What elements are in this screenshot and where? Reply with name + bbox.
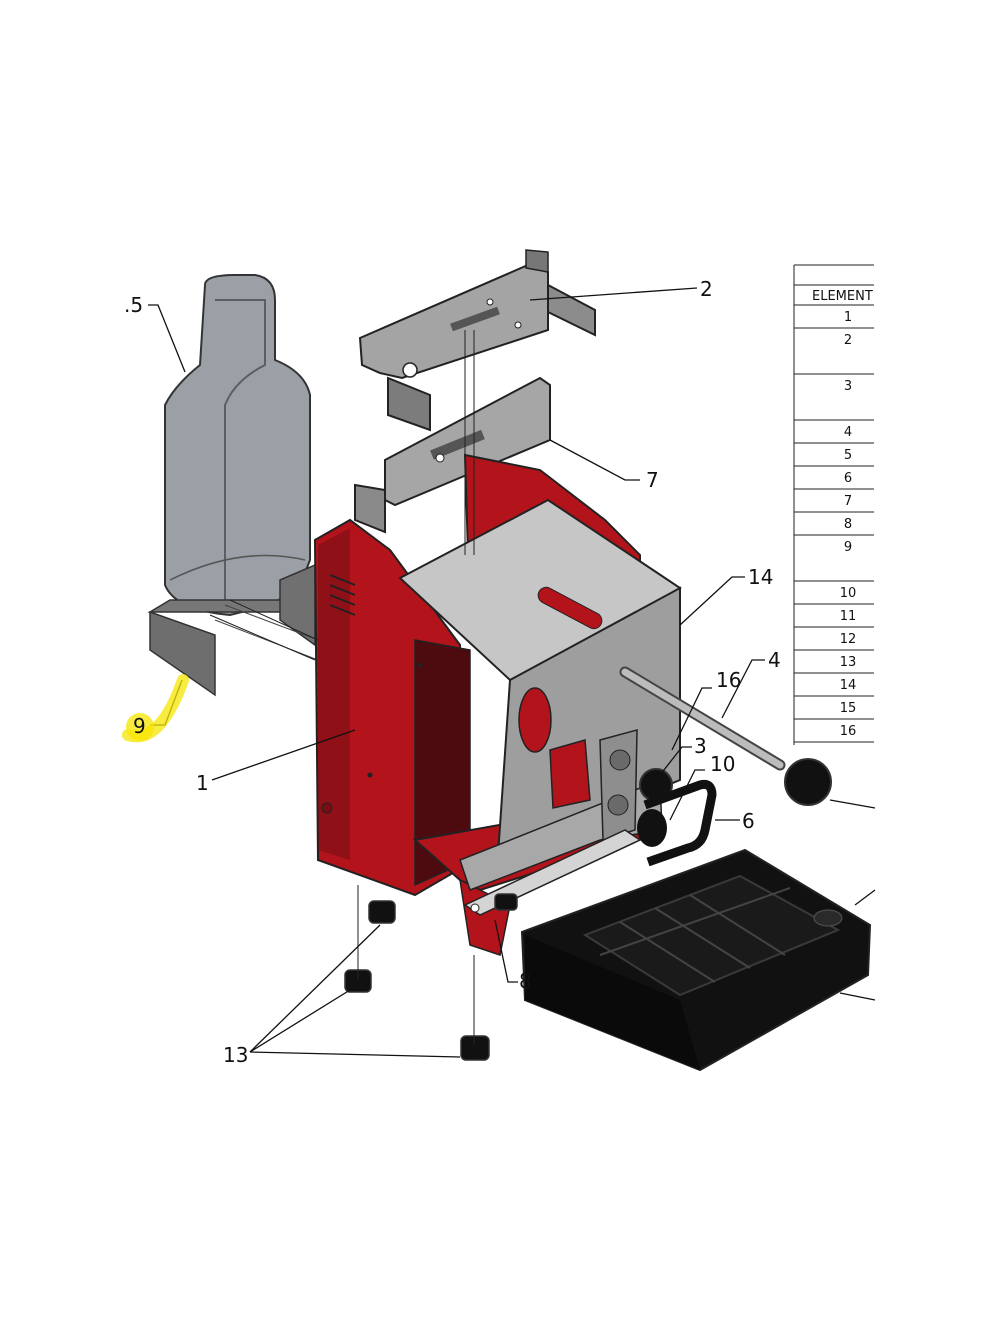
foot-4 — [494, 893, 518, 911]
table-cell-element: 13 — [840, 655, 857, 670]
table-cell-element: 2 — [844, 333, 852, 348]
water-tank — [164, 274, 311, 617]
table-cell-element: 6 — [844, 471, 852, 486]
callout-labels: 1 2 3 4 .5 6 7 8 9 10 13 14 16 — [124, 277, 781, 1067]
vent-slots — [329, 574, 356, 616]
knob-end — [784, 758, 832, 806]
assembly-lines — [209, 330, 475, 1045]
table-header: ELEMENT — [812, 289, 873, 304]
handle — [637, 780, 717, 867]
table-cell-element: 14 — [840, 678, 857, 693]
callout-6: 6 — [742, 809, 755, 833]
callout-8: 8 — [519, 969, 532, 993]
steel-box — [398, 498, 682, 891]
table-cell-element: 16 — [840, 724, 857, 739]
foot-1 — [368, 900, 396, 924]
callout-1: 1 — [196, 771, 209, 795]
table-cell-element: 10 — [840, 586, 857, 601]
callout-14: 14 — [748, 565, 773, 589]
table-cell-element: 15 — [840, 701, 857, 716]
rod — [619, 666, 786, 771]
callout-2: 2 — [700, 277, 713, 301]
callout-4: 4 — [768, 648, 781, 672]
highlight-blob — [126, 713, 154, 741]
tank-tray — [147, 563, 319, 697]
foot-3 — [460, 1035, 490, 1061]
table-cell-element: 3 — [844, 379, 852, 394]
callout-10: 10 — [710, 752, 735, 776]
table-cell-element: 9 — [844, 540, 852, 555]
callout-5: .5 — [124, 293, 143, 317]
table-cell-element: 7 — [844, 494, 852, 509]
drip-tray — [520, 848, 872, 1072]
feet — [344, 893, 518, 1061]
callout-9: 9 — [133, 714, 146, 738]
middle-bracket — [354, 376, 551, 534]
top-bracket — [358, 249, 596, 432]
table-cell-element: 1 — [844, 310, 852, 325]
callout-7: 7 — [646, 468, 659, 492]
callout-16: 16 — [716, 668, 741, 692]
table-cell-element: 12 — [840, 632, 857, 647]
table-cell-element: 5 — [844, 448, 852, 463]
callout-13: 13 — [223, 1043, 248, 1067]
callout-3: 3 — [694, 734, 707, 758]
table-cell-element: 4 — [844, 425, 852, 440]
table-cell-element: 11 — [840, 609, 857, 624]
table-cell-element: 8 — [844, 517, 852, 532]
